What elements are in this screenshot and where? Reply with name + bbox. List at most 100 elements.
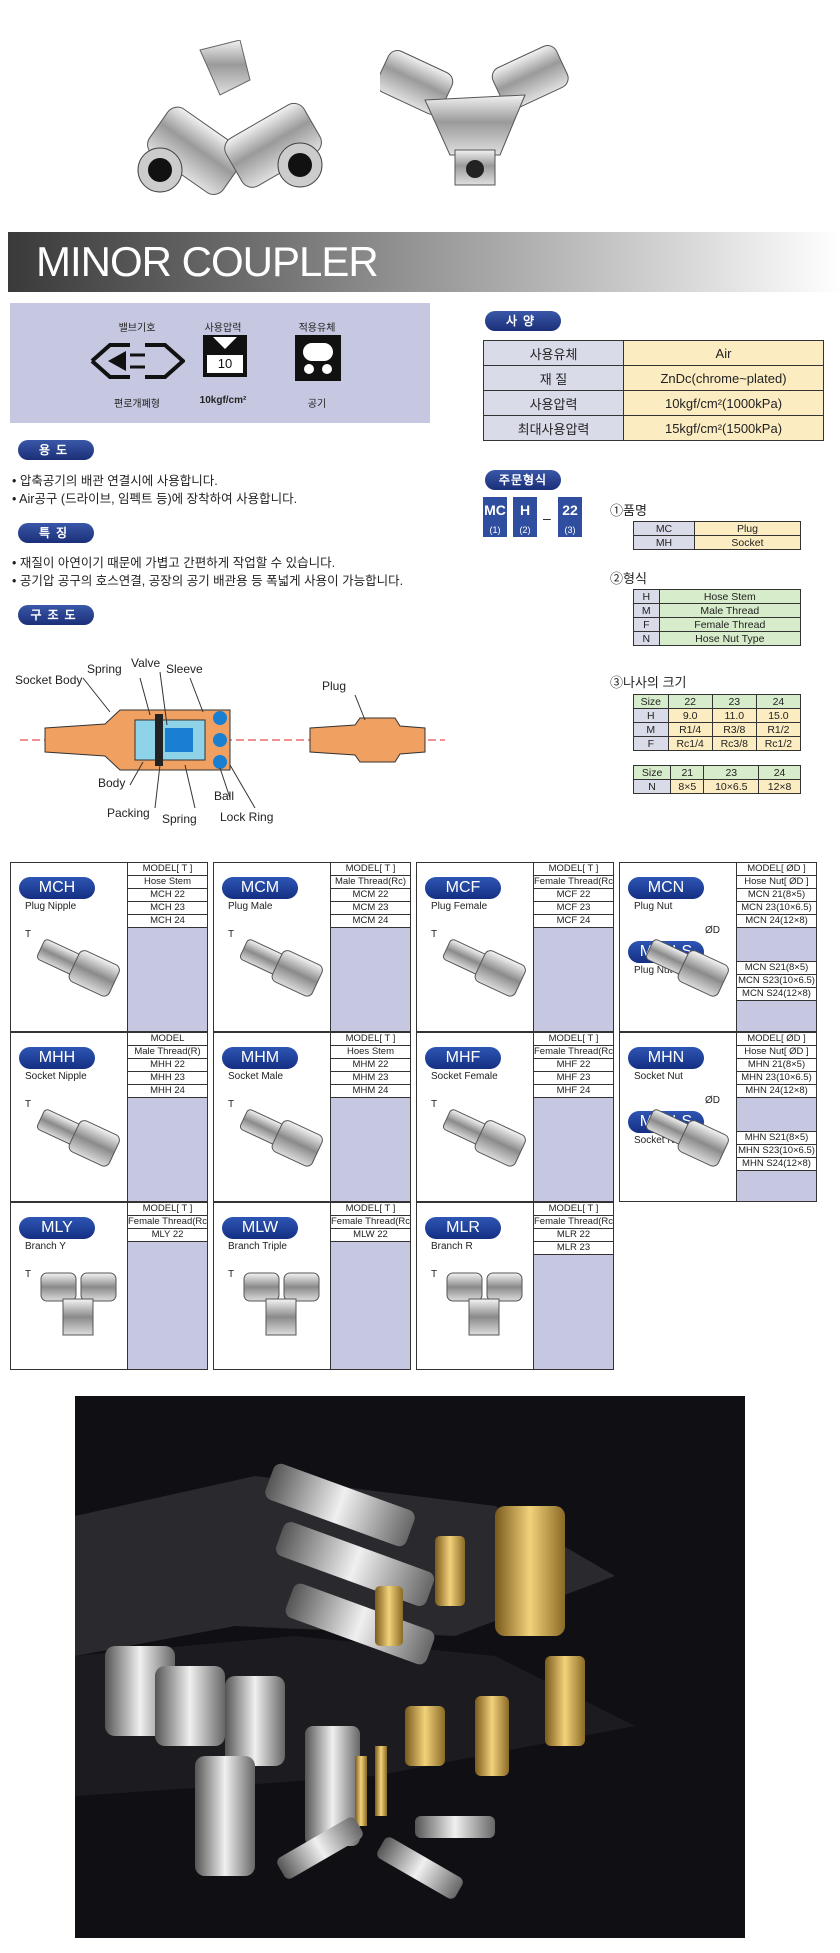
label-ball: Ball — [214, 789, 235, 803]
order-num: (1) — [489, 525, 501, 535]
product-card: MCM Plug Male MODEL[ T ]Male Thread(Rc)MCM… — [213, 862, 411, 1032]
features-item-2: • 공기압 공구의 호스연결, 공장의 공기 배관용 등 폭넓게 사용이 가능합… — [12, 574, 404, 588]
model-row: MCF 22 — [534, 889, 613, 902]
fitting-icon — [446, 1272, 523, 1336]
model-row: MHH 22 — [128, 1059, 207, 1072]
product-subtitle: Branch Triple — [228, 1241, 287, 1252]
features-heading: 특징 — [18, 523, 94, 543]
spec-value: Air — [623, 340, 824, 366]
model-row: MHN S23(10×6.5) — [737, 1145, 816, 1158]
fitting-icon — [645, 1109, 729, 1167]
spec-value: 10kgf/cm²(1000kPa) — [623, 390, 824, 416]
model-table: MODEL[ T ]Female Thread(Rc)MLY 22 — [127, 1203, 207, 1369]
model-row: Hose Stem — [128, 876, 207, 889]
spec-heading: 사양 — [485, 311, 561, 331]
cell: 22 — [667, 694, 713, 709]
model-row: Hoes Stem — [331, 1046, 410, 1059]
cell: H — [633, 708, 669, 723]
dimension-mark: T — [431, 1099, 438, 1110]
model-row: Female Thread(Rc) — [534, 876, 613, 889]
model-table: MODEL[ T ]Female Thread(Rc)MLW 22 — [330, 1203, 410, 1369]
structure-diagram — [20, 671, 445, 809]
usage-item-2: • Air공구 (드라이브, 임펙트 등)에 장착하여 사용합니다. — [12, 492, 298, 506]
product-code: MCH — [19, 877, 95, 899]
model-row: MCN S21(8×5) — [737, 962, 816, 975]
dimension-mark: T — [431, 929, 438, 940]
cell: Rc1/4 — [667, 736, 713, 751]
model-row: MLY 22 — [128, 1229, 207, 1242]
cell: Female Thread — [658, 617, 802, 632]
product-subtitle: Plug Male — [228, 901, 273, 912]
label-body: Body — [98, 776, 126, 790]
product-code: MCF — [425, 877, 501, 899]
model-row: MCM 22 — [331, 889, 410, 902]
spec-key: 최대사용압력 — [483, 415, 624, 441]
model-row: MCF 24 — [534, 915, 613, 928]
product-subtitle: Plug Nipple — [25, 901, 77, 912]
model-row: Hose Nut[ ØD ] — [737, 1046, 816, 1059]
order-code: 22 — [562, 502, 578, 518]
product-code: MCN — [628, 877, 704, 899]
product-code: MHF — [425, 1047, 501, 1069]
spec-value: 15kgf/cm²(1500kPa) — [623, 415, 824, 441]
cell: M — [633, 603, 660, 618]
model-table: MODEL[ ØD ]Hose Nut[ ØD ]MCN 21(8×5)MCN … — [736, 863, 816, 1031]
dimension-mark: T — [25, 1269, 32, 1280]
fitting-icon — [36, 939, 120, 997]
fitting-icon — [442, 939, 526, 997]
product-subtitle: Socket Nipple — [25, 1071, 87, 1082]
model-row: MODEL — [128, 1033, 207, 1046]
size-title: ③나사의 크기 — [610, 675, 687, 690]
label-spring-top: Spring — [87, 662, 122, 676]
model-row: MHF 23 — [534, 1072, 613, 1085]
dimension-mark: T — [25, 1099, 32, 1110]
pressure-label: 사용압력 — [204, 323, 242, 334]
page-title: MINOR COUPLER — [36, 238, 379, 285]
cell: F — [633, 617, 660, 632]
dimension-mark: T — [431, 1269, 438, 1280]
model-row: MCH 23 — [128, 902, 207, 915]
symbol-box: 밸브기호 편로개폐형 사용압력 10 10kgf/cm² 적용유체 공기 — [10, 303, 430, 423]
order-num: (2) — [519, 525, 531, 535]
cell: Size — [632, 765, 672, 780]
features-item-1: • 재질이 아연이기 때문에 가볍고 간편하게 작업할 수 있습니다. — [12, 556, 336, 570]
label-socket-body: Socket Body — [15, 673, 83, 687]
fitting-icon — [239, 939, 323, 997]
cell: R1/2 — [755, 722, 802, 737]
pressure-icon: 10 — [203, 335, 247, 377]
dimension-mark: ØD — [705, 1095, 720, 1106]
product-subtitle-2: Plug Nut Spring — [634, 965, 705, 976]
fitting-icon — [442, 1109, 526, 1167]
product-code: MCM — [222, 877, 298, 899]
product-subtitle: Socket Nut — [634, 1071, 683, 1082]
cell: 12×8 — [758, 779, 801, 794]
compressor-icon — [295, 335, 341, 381]
dimension-mark: T — [228, 1269, 235, 1280]
model-row: MHM 24 — [331, 1085, 410, 1098]
label-lock-ring: Lock Ring — [220, 810, 274, 824]
pressure-sub: 10kgf/cm² — [199, 395, 247, 406]
order-box-type: H — [513, 497, 537, 537]
product-lineup-photo — [75, 1396, 745, 1938]
model-row: MLR 22 — [534, 1229, 613, 1242]
cell: 11.0 — [711, 708, 757, 723]
model-row: MHH 24 — [128, 1085, 207, 1098]
model-row: MCH 22 — [128, 889, 207, 902]
model-row: MHN 23(10×6.5) — [737, 1072, 816, 1085]
product-code: MLY — [19, 1217, 95, 1239]
model-row: MHM 22 — [331, 1059, 410, 1072]
cell: R3/8 — [711, 722, 757, 737]
model-row: MCM 23 — [331, 902, 410, 915]
model-row: MHN S24(12×8) — [737, 1158, 816, 1171]
